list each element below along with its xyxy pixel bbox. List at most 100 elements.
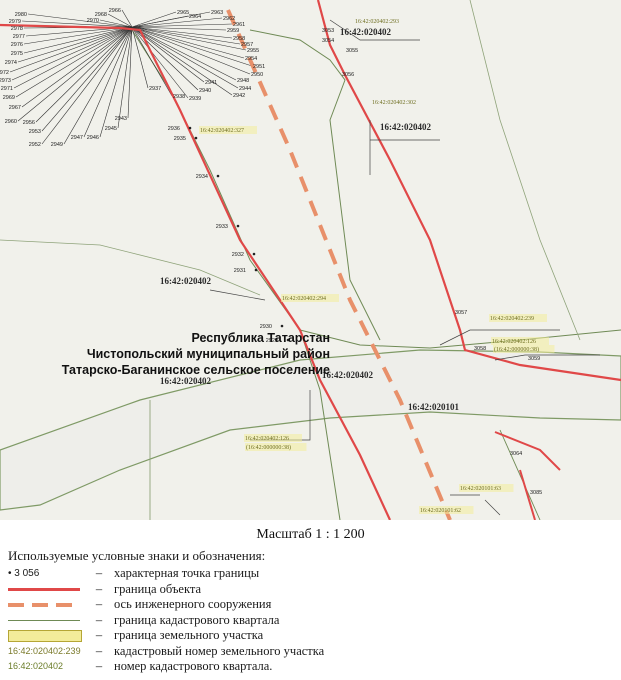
- point-label: 2944: [239, 86, 251, 92]
- legend-point: • 3 056 – характерная точка границы: [8, 566, 608, 582]
- fan-line: [117, 26, 133, 129]
- legend-dash: –: [95, 643, 103, 658]
- quarter-label-center: 16:42:020402: [322, 370, 373, 380]
- point-label: 2961: [233, 22, 245, 28]
- fan-line: [23, 26, 133, 45]
- fan-line: [9, 26, 133, 73]
- parcel-label-bg: [245, 443, 307, 451]
- legend-quarter-boundary-label: граница кадастрового квартала: [114, 612, 280, 627]
- legend-axis-symbol: [8, 597, 84, 612]
- point-label: 2936: [168, 126, 180, 132]
- point-label: 2938: [173, 94, 185, 100]
- point-label: 2976: [11, 42, 23, 48]
- point-label: 3053: [322, 28, 334, 34]
- fan-line: [131, 26, 173, 97]
- parcel-label-126-left: 16:42:020402:126: [245, 436, 289, 442]
- point-label: 3054: [322, 38, 334, 44]
- leader-line-294: [209, 289, 266, 301]
- point-label: 2959: [227, 28, 239, 34]
- legend: Используемые условные знаки и обозначени…: [8, 548, 608, 675]
- parcel-label-327: 16:42:020402:327: [200, 128, 244, 134]
- point-label: 2968: [95, 12, 107, 18]
- legend-parcel-number-symbol: 16:42:020402:239: [8, 645, 81, 656]
- point-label: 2953: [29, 129, 41, 135]
- fan-line: [23, 26, 133, 54]
- quarter-boundary-3: [299, 329, 621, 349]
- leader-line-63: [450, 494, 501, 516]
- boundary-point: [254, 268, 258, 272]
- object-boundary-bottom: [519, 469, 536, 520]
- fan-line: [121, 9, 133, 28]
- region-label-settlement: Татарско-Баганинское сельское поселение: [61, 363, 330, 377]
- quarter-label-left-lower: 16:42:020402: [160, 376, 211, 386]
- parcel-label-bg: [489, 314, 547, 322]
- point-label: 3058: [474, 346, 486, 352]
- boundary-point: [252, 252, 256, 256]
- parcel-label-126-left-sub: (16:42:000000:38): [246, 444, 291, 451]
- point-label: 2969: [3, 95, 15, 101]
- point-label: 2946: [87, 135, 99, 141]
- point-label: 2956: [23, 120, 35, 126]
- legend-dash: –: [95, 659, 103, 674]
- red-line-swatch: [8, 587, 80, 591]
- point-label: 2960: [5, 119, 17, 125]
- point-label: 2929: [266, 338, 278, 344]
- fan-line: [131, 17, 223, 28]
- region-label-republic: Республика Татарстан: [191, 331, 330, 345]
- parcel-label-239: 16:42:020402:239: [490, 316, 534, 322]
- fan-line: [107, 13, 133, 28]
- leader-line-302: [369, 120, 440, 175]
- point-label: 2962: [223, 16, 235, 22]
- leader-line-293: [329, 19, 420, 41]
- point-label: 2941: [205, 80, 217, 86]
- point-label: 3064: [510, 451, 522, 457]
- point-label: 3057: [455, 310, 467, 316]
- cadastral-map: 2980297929782977297629752974297229732971…: [0, 0, 621, 520]
- point-label: 2971: [1, 86, 13, 92]
- point-label: 2949: [51, 142, 63, 148]
- point-label: 2963: [211, 10, 223, 16]
- point-label: 2948: [237, 78, 249, 84]
- boundary-point: [280, 324, 284, 328]
- fan-line: [83, 26, 133, 138]
- point-label: 2932: [232, 252, 244, 258]
- legend-dash: –: [95, 597, 103, 612]
- fan-line: [131, 26, 251, 75]
- boundary-point: [216, 174, 220, 178]
- legend-parcel-boundary-label: граница земельного участка: [114, 628, 264, 643]
- legend-parcel-number-label: кадастровый номер земельного участка: [114, 643, 325, 658]
- object-boundary-left: [0, 23, 391, 520]
- legend-parcel-number: 16:42:020402:239 – кадастровый номер зем…: [8, 644, 608, 660]
- point-label: 2951: [253, 64, 265, 70]
- point-label: 2967: [9, 105, 21, 111]
- point-label: 2973: [0, 78, 11, 84]
- map-canvas: 2980297929782977297629752974297229732971…: [0, 0, 621, 520]
- boundary-point: [286, 338, 290, 342]
- point-label: 2955: [247, 48, 259, 54]
- quarter-label-road: 16:42:020101: [408, 402, 459, 412]
- fan-line: [131, 26, 227, 31]
- point-label: 2931: [234, 268, 246, 274]
- fan-line: [35, 26, 133, 123]
- legend-parcel-boundary: – граница земельного участка: [8, 628, 608, 644]
- fan-line: [11, 26, 133, 81]
- point-label: 2945: [105, 126, 117, 132]
- fan-line: [41, 26, 133, 132]
- legend-dash: –: [95, 581, 103, 596]
- point-label: 2947: [71, 135, 83, 141]
- scale-label: Масштаб 1 : 1 200: [256, 527, 365, 542]
- boundary-points: [188, 126, 290, 342]
- fan-line: [131, 26, 233, 96]
- point-label: 2950: [251, 72, 263, 78]
- legend-quarter-number-label: номер кадастрового квартала.: [114, 659, 273, 674]
- legend-axis: – ось инженерного сооружения: [8, 597, 608, 613]
- point-label: 2965: [177, 10, 189, 16]
- legend-quarter-number: 16:42:020402 – номер кадастрового кварта…: [8, 659, 608, 675]
- legend-dash: –: [95, 628, 103, 643]
- legend-object-boundary-symbol: [8, 582, 84, 597]
- fan-line: [131, 26, 239, 89]
- dashed-line-swatch: [8, 603, 80, 608]
- point-label: 2942: [233, 93, 245, 99]
- region-label-district: Чистопольский муниципальный район: [86, 347, 330, 361]
- fan-line: [21, 20, 133, 28]
